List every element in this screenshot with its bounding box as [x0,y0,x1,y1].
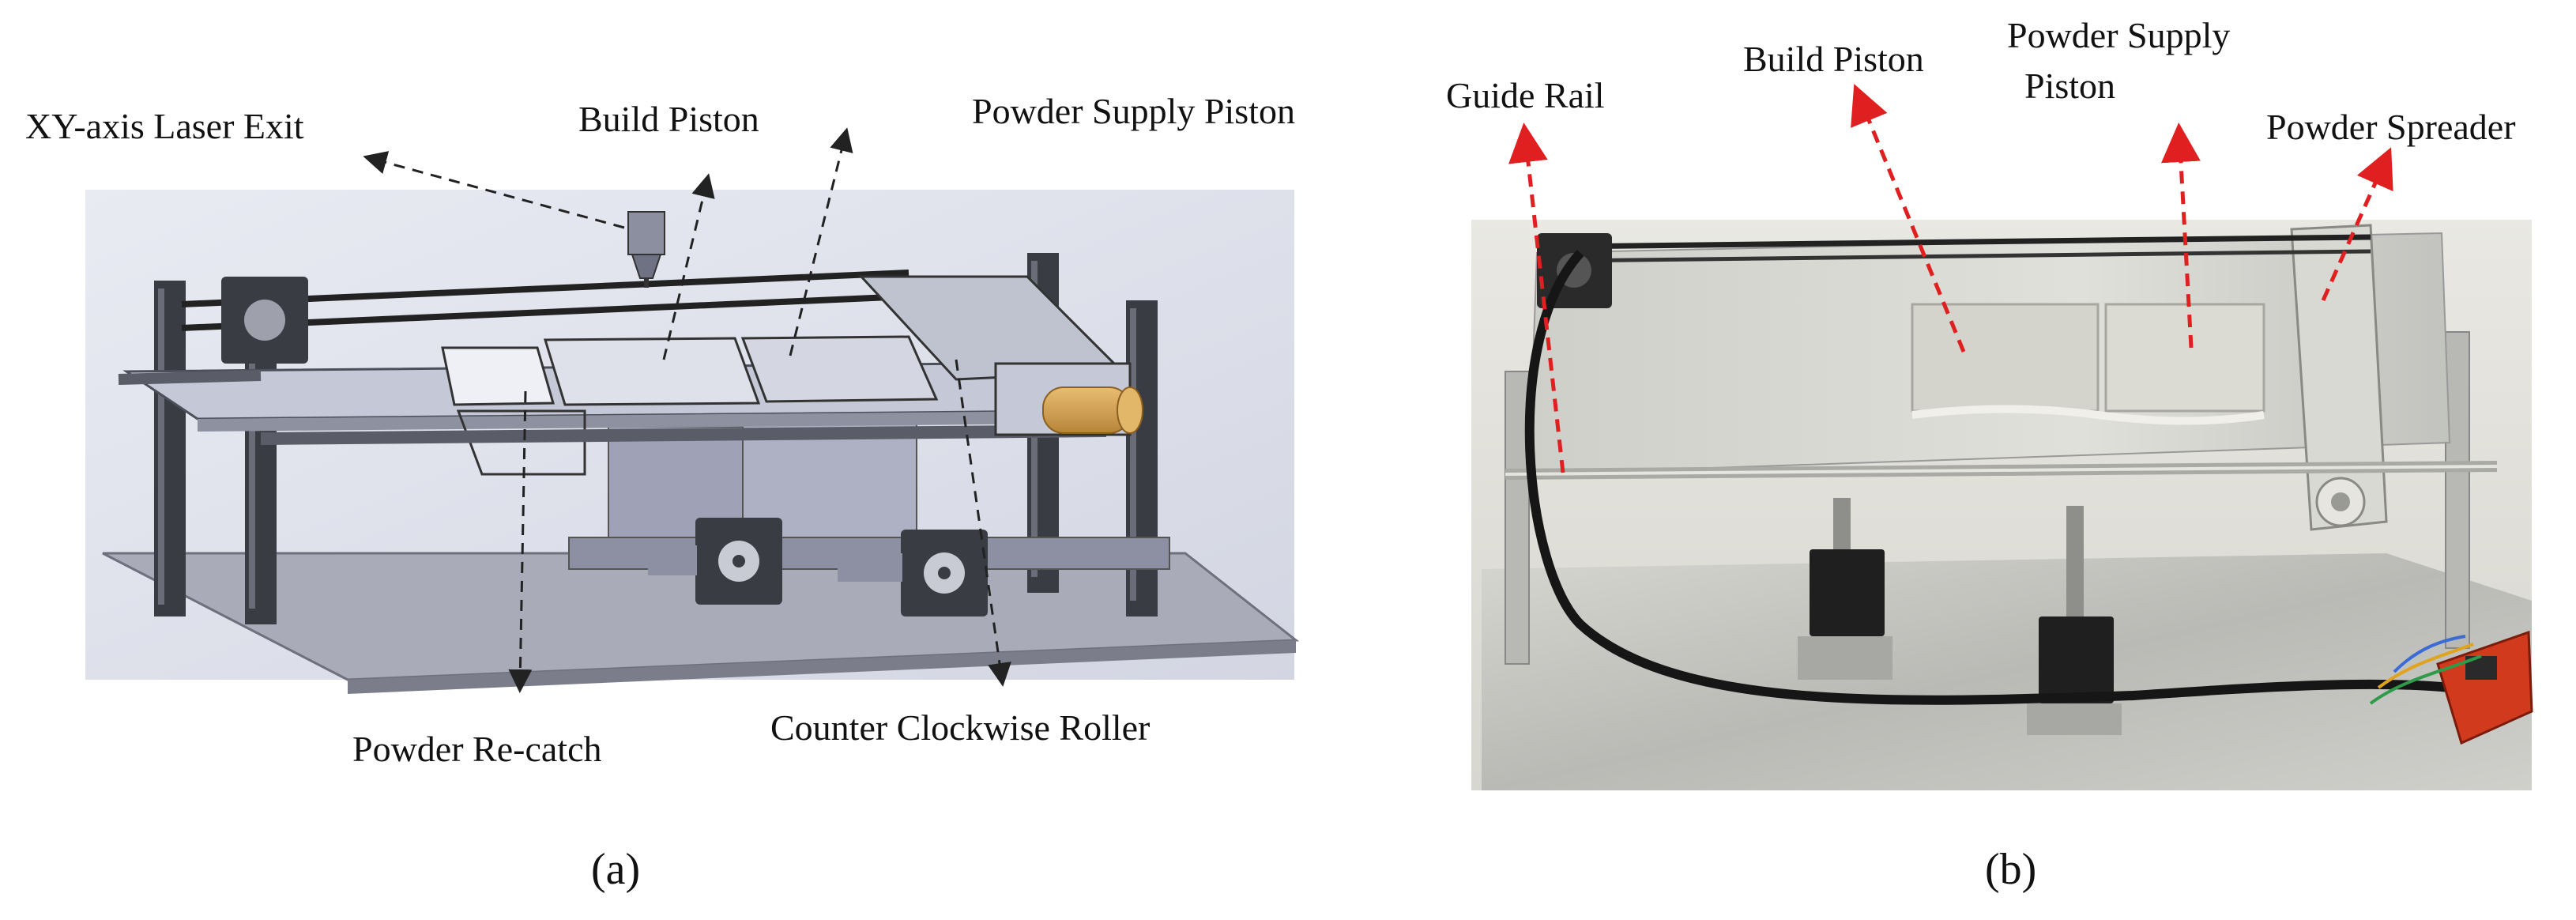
recatch-opening [441,346,555,406]
build-piston-window [543,337,761,406]
panel-b-photograph: Guide Rail Build Piston Powder Supply Pi… [1343,0,2576,920]
label-build-piston-a: Build Piston [578,99,759,139]
caption-b: (b) [1985,845,2037,894]
callout-arrows [363,127,1011,693]
caption-a: (a) [591,845,641,894]
label-supply-piston-a: Powder Supply Piston [972,91,1295,131]
stepper-motor-left [648,518,782,605]
label-laser-exit: XY-axis Laser Exit [25,106,304,146]
label-supply-piston-line1: Powder Supply [2007,15,2231,55]
arrow-powder-spreader [2321,147,2393,302]
stepper-motor-right [838,530,988,616]
supply-well [2104,303,2265,413]
black-cable [1524,249,2450,705]
supply-piston-window [740,335,939,403]
label-powder-recatch: Powder Re-catch [352,729,602,769]
label-build-piston-b: Build Piston [1743,39,1924,79]
base-sheet [1482,553,2532,790]
label-roller: Counter Clockwise Roller [770,707,1151,748]
spreader-frame [2290,224,2388,531]
arrow-supply-piston [789,127,853,356]
red-callout-arrows [1508,84,2393,473]
label-guide-rail: Guide Rail [1446,75,1605,115]
arrow-guide-rail [1508,123,1565,473]
arrow-build-piston-b [1851,84,1966,353]
machine-photo [1471,84,2533,790]
arrow-roller [955,359,1011,687]
laser-exit-nozzle [627,211,665,288]
build-well [1911,303,2100,413]
arrow-supply-piston-b [2160,123,2201,349]
cad-model-drawing [85,127,1300,694]
control-board [2369,630,2533,745]
top-left-motor [221,277,308,364]
guide-rails [1505,234,2498,480]
label-powder-spreader: Powder Spreader [2266,107,2516,147]
arrow-laser-exit [363,151,625,229]
recatch-bin [456,409,586,476]
arrow-build-piston [662,173,715,360]
label-supply-piston-line2: Piston [2024,66,2116,106]
panel-a-cad-rendering: XY-axis Laser Exit Build Piston Powder S… [25,91,1300,894]
spreader-carriage [858,275,1143,436]
lower-motors [1798,498,2122,735]
